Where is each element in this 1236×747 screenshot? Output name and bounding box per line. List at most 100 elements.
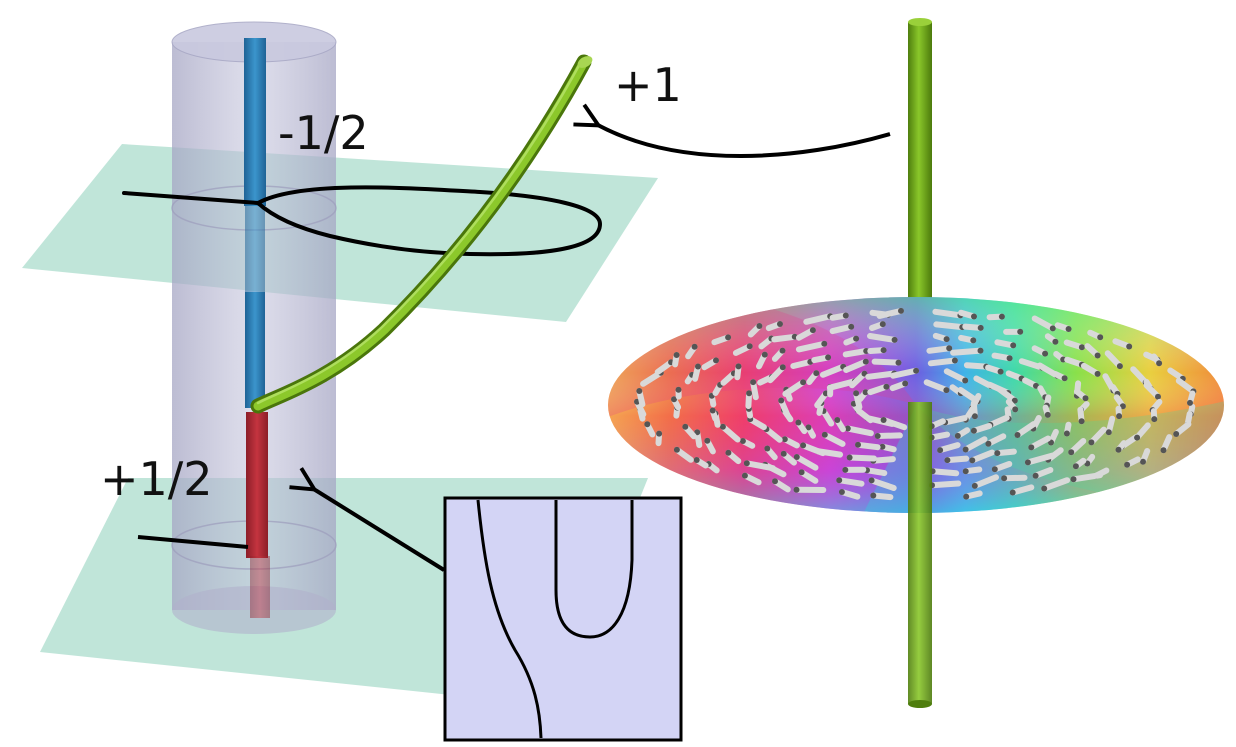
top-plane xyxy=(22,144,658,322)
label-plus-one: +1 xyxy=(614,58,682,112)
director-rod-end xyxy=(977,347,984,354)
director-rod xyxy=(793,454,819,471)
director-rod-end xyxy=(842,312,849,319)
director-rod-end xyxy=(709,407,716,414)
director-rod-end xyxy=(739,438,746,444)
director-rod-end xyxy=(954,432,961,439)
director-rod-end xyxy=(772,478,778,485)
director-rod-end xyxy=(842,466,849,473)
director-rod-end xyxy=(673,352,680,358)
director-rod-end xyxy=(780,450,787,457)
director-rod-end xyxy=(694,429,701,436)
vertical-rod-lower xyxy=(908,402,932,708)
director-rod-end xyxy=(997,368,1004,375)
director-rod-end xyxy=(704,437,711,444)
director-rod-end xyxy=(825,354,832,361)
director-rod-end xyxy=(962,446,969,453)
director-rod xyxy=(1175,377,1197,395)
director-rod-end xyxy=(898,307,904,314)
director-rod-end xyxy=(673,446,680,453)
director-rod-end xyxy=(944,457,951,464)
director-rod xyxy=(868,477,897,491)
director-rod-end xyxy=(962,468,969,475)
director-rod-end xyxy=(805,424,812,431)
director-rod xyxy=(800,442,826,457)
director-rod-end xyxy=(800,379,807,386)
director-rod-end xyxy=(756,323,763,329)
director-rod xyxy=(743,460,776,472)
director-rod xyxy=(826,378,858,391)
director-rod xyxy=(943,368,969,384)
director-rod xyxy=(996,386,1018,404)
director-rod xyxy=(942,415,968,426)
blue-segment-top xyxy=(244,38,266,206)
director-rod xyxy=(1041,477,1071,492)
director-rod-end xyxy=(1094,352,1101,359)
director-rod-end xyxy=(821,340,828,347)
director-rod-end xyxy=(1028,444,1035,451)
director-rod-end xyxy=(656,430,663,437)
director-rod-end xyxy=(946,345,953,352)
red-segment xyxy=(246,412,268,558)
director-rod xyxy=(1024,452,1056,466)
director-rod-end xyxy=(874,433,881,439)
director-rod-end xyxy=(793,454,800,460)
director-rod-end xyxy=(1173,431,1180,437)
director-rod-end xyxy=(1151,416,1158,423)
director-rod xyxy=(880,417,908,431)
director-rod xyxy=(944,455,970,464)
director-rod-end xyxy=(1065,326,1072,332)
director-rod xyxy=(971,474,999,489)
director-rod xyxy=(795,340,828,353)
director-rod-end xyxy=(719,423,726,430)
director-rod xyxy=(870,456,896,464)
director-rod-end xyxy=(693,457,700,463)
director-rod-end xyxy=(970,337,977,344)
director-rod-end xyxy=(880,417,887,423)
green-tube xyxy=(250,54,593,414)
director-rod xyxy=(1070,472,1103,483)
director-rod-end xyxy=(743,460,750,467)
director-rod-end xyxy=(834,417,841,423)
director-rod-end xyxy=(1072,463,1079,470)
director-rod xyxy=(829,323,855,335)
director-rod-end xyxy=(713,357,719,364)
director-rod-end xyxy=(970,427,977,434)
director-rod-end xyxy=(971,482,978,489)
director-rod xyxy=(962,436,988,453)
director-rod-end xyxy=(725,334,732,341)
director-rod xyxy=(771,333,798,343)
director-rod-end xyxy=(682,423,689,430)
director-rod xyxy=(933,321,966,331)
director-rod-end xyxy=(798,469,805,476)
director-rod xyxy=(843,358,869,373)
director-rod-end xyxy=(675,386,682,393)
director-rod xyxy=(950,347,984,356)
director-rod-end xyxy=(879,443,886,450)
director-rod-end xyxy=(1097,334,1104,341)
director-rod-end xyxy=(746,390,753,397)
director-rod xyxy=(836,477,865,487)
director-rod xyxy=(1009,484,1035,496)
director-rod xyxy=(923,379,950,394)
director-rod xyxy=(876,307,904,319)
director-rod xyxy=(937,442,961,454)
director-rod-end xyxy=(971,313,977,320)
director-rod-end xyxy=(844,425,851,432)
director-rod-end xyxy=(1134,434,1141,441)
director-rod-end xyxy=(1105,429,1112,436)
director-rod-end xyxy=(1116,363,1123,370)
director-rod-end xyxy=(895,359,902,366)
director-rod-end xyxy=(943,336,950,343)
director-rod-end xyxy=(800,442,807,449)
director-rod-end xyxy=(1116,413,1123,420)
director-rod-end xyxy=(1024,459,1031,466)
director-rod-end xyxy=(977,324,984,331)
director-rod xyxy=(969,449,996,464)
director-rod-end xyxy=(691,343,698,350)
director-rod-end xyxy=(1017,328,1024,335)
director-rod-end xyxy=(1155,393,1161,400)
director-rod xyxy=(871,358,902,366)
director-rod-end xyxy=(883,383,890,390)
director-rod xyxy=(819,363,847,378)
